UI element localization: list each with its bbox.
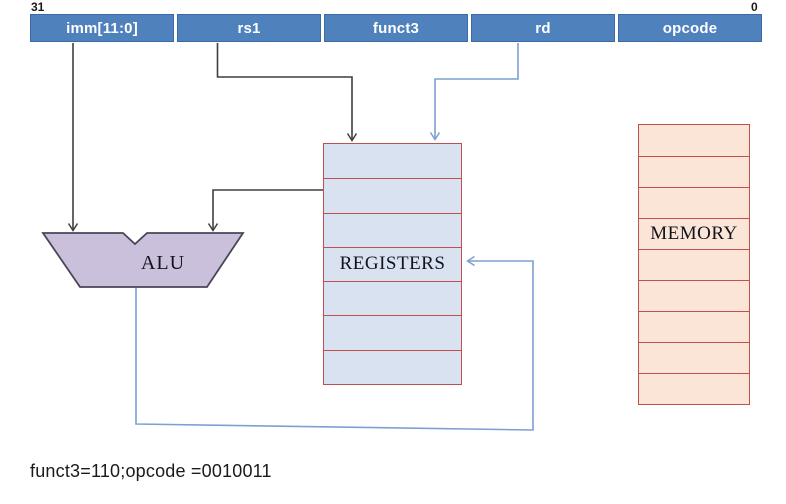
caption-text: funct3=110;opcode =0010011 <box>30 461 272 481</box>
field-funct3: funct3 <box>324 14 468 42</box>
bit-index-low: 0 <box>751 0 758 14</box>
register-row <box>324 178 461 212</box>
memory-block: MEMORY <box>638 124 750 405</box>
memory-row <box>639 249 749 280</box>
arrow-rs1-to-registers <box>216 43 358 142</box>
memory-row <box>639 187 749 218</box>
alu-shape <box>41 232 245 288</box>
arrow-registers-to-alu <box>207 189 323 232</box>
arrow-rd-to-registers <box>429 43 519 141</box>
register-row: REGISTERS <box>324 246 461 281</box>
memory-row <box>639 125 749 156</box>
field-opcode: opcode <box>618 14 762 42</box>
registers-label: REGISTERS <box>339 253 446 275</box>
register-row <box>324 349 461 384</box>
field-imm: imm[11:0] <box>30 14 174 42</box>
memory-row <box>639 311 749 342</box>
register-row <box>324 212 461 247</box>
memory-row <box>639 280 749 311</box>
alu-label: ALU <box>140 252 186 274</box>
memory-label: MEMORY <box>650 223 738 244</box>
registers-block: REGISTERS <box>323 143 462 385</box>
arrow-alu-writeback-to-registers <box>135 255 534 431</box>
register-row <box>324 315 461 349</box>
register-row <box>324 144 461 178</box>
field-rs1: rs1 <box>177 14 321 42</box>
memory-row: MEMORY <box>639 218 749 249</box>
instruction-format-bar: imm[11:0] rs1 funct3 rd opcode <box>30 14 762 42</box>
bit-index-high: 31 <box>31 0 45 14</box>
memory-row <box>639 342 749 373</box>
memory-row <box>639 373 749 404</box>
memory-row <box>639 156 749 187</box>
register-row <box>324 281 461 315</box>
field-rd: rd <box>471 14 615 42</box>
